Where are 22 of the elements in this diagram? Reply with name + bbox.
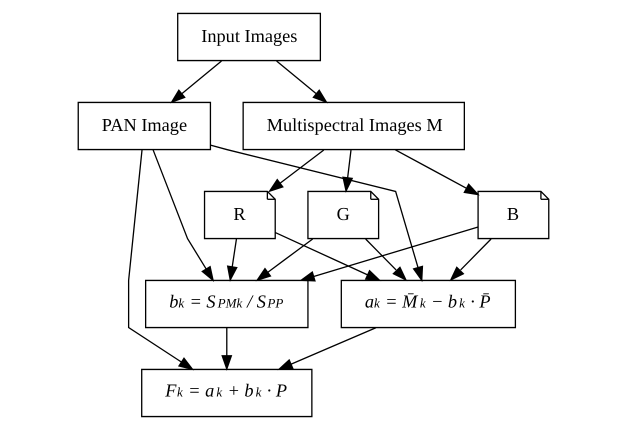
arrow	[226, 238, 238, 282]
arrow	[394, 149, 480, 196]
node-box: bk = SPMk / SPP	[144, 280, 309, 328]
arrow	[299, 226, 478, 282]
arrow	[277, 327, 376, 370]
arrow	[221, 328, 232, 371]
arrow	[365, 238, 408, 282]
arrow	[152, 150, 214, 282]
node-box: Fk = ak + bk · P	[141, 368, 313, 418]
arrow	[276, 60, 328, 104]
arrow	[210, 144, 424, 282]
arrow	[342, 150, 354, 193]
node-box: ak = M̄k − bk · P̄	[340, 280, 516, 328]
arrow	[449, 238, 492, 282]
arrow	[128, 150, 194, 370]
arrow	[256, 238, 314, 282]
node-box: Input Images	[177, 12, 322, 62]
arrow	[268, 149, 324, 192]
arrow	[170, 60, 222, 104]
arrow	[275, 232, 382, 282]
node-box: PAN Image	[78, 102, 212, 150]
node-box: Multispectral Images M	[242, 102, 465, 150]
